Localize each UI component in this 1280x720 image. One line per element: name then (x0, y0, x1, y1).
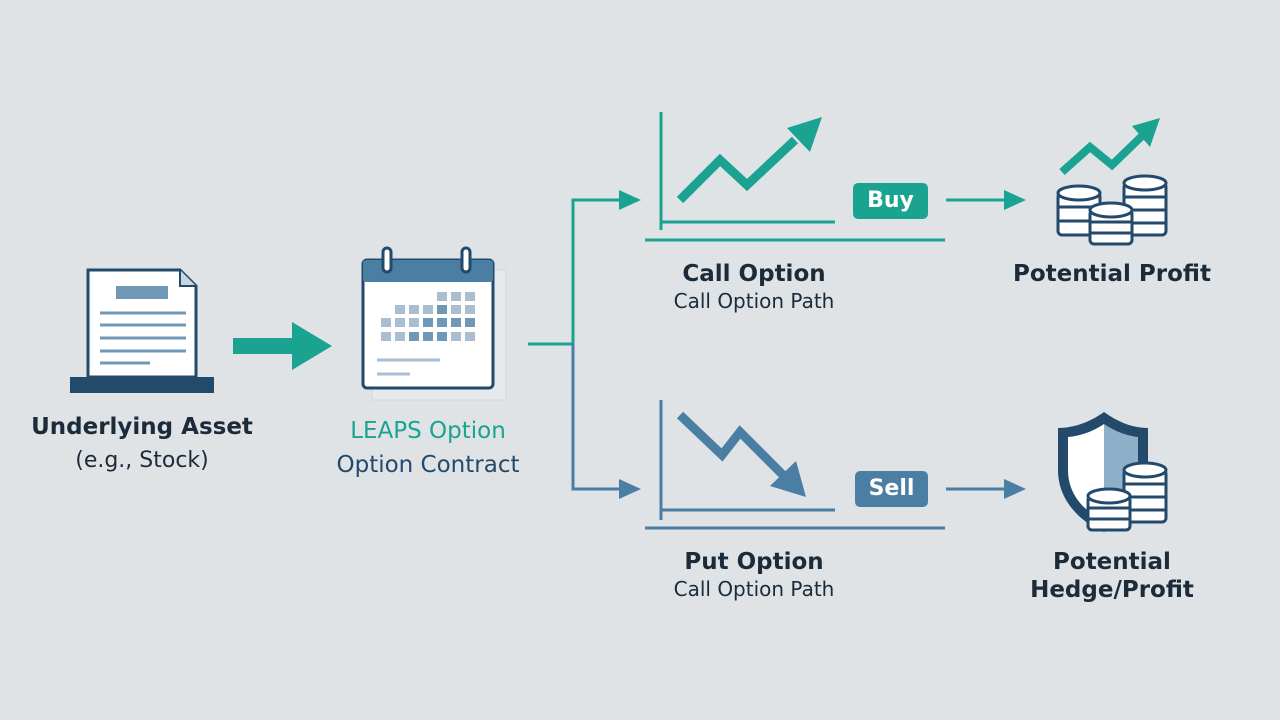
potential-hedge-title-line1: Potential (1053, 549, 1171, 575)
sell-arrow (946, 479, 1026, 499)
put-option-title: Put Option (684, 549, 824, 575)
flow-arrow-main (233, 322, 332, 370)
document-icon (70, 268, 214, 393)
call-option-label: Call Option Call Option Path (634, 261, 874, 313)
potential-profit-title: Potential Profit (1013, 261, 1211, 287)
shield-coins-icon (1058, 412, 1168, 532)
buy-arrow (946, 190, 1026, 210)
call-option-title: Call Option (682, 261, 826, 287)
potential-hedge-label: Potential Hedge/Profit (1000, 549, 1224, 604)
chart-up-icon (645, 112, 945, 242)
chart-down-icon (645, 400, 945, 530)
calendar-icon (361, 246, 507, 401)
leaps-option-subtitle: Option Contract (336, 451, 520, 478)
potential-hedge-title-line2: Hedge/Profit (1030, 576, 1194, 603)
leaps-option-label: LEAPS Option Option Contract (310, 418, 546, 479)
potential-profit-label: Potential Profit (1000, 261, 1224, 289)
call-option-subtitle: Call Option Path (673, 288, 835, 313)
sell-badge: Sell (855, 471, 928, 507)
branch-connector-call (528, 190, 641, 346)
branch-connector-put (571, 344, 641, 499)
put-option-label: Put Option Call Option Path (634, 549, 874, 601)
underlying-asset-label: Underlying Asset (e.g., Stock) (22, 414, 262, 474)
leaps-option-title: LEAPS Option (350, 418, 506, 444)
put-option-subtitle: Call Option Path (673, 576, 835, 601)
underlying-asset-title: Underlying Asset (31, 414, 253, 440)
coins-rising-icon (1056, 118, 1168, 246)
underlying-asset-subtitle: (e.g., Stock) (75, 447, 209, 473)
buy-badge: Buy (853, 183, 928, 219)
